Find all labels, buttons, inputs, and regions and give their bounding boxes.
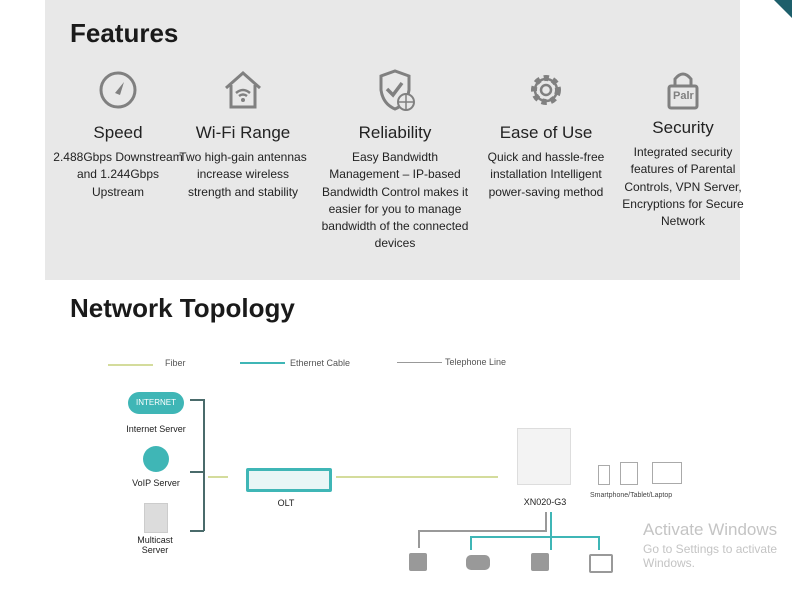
multicast-server-label: Multicast Server: [137, 535, 173, 555]
ethernet-drop: [470, 536, 472, 550]
server-icon: [144, 503, 168, 533]
server-bracket: [203, 399, 205, 531]
feature-title: Speed: [93, 123, 143, 142]
legend-telephone-line: [397, 362, 442, 363]
feature-title: Ease of Use: [499, 123, 593, 142]
feature-title: Wi-Fi Range: [195, 123, 291, 142]
corner-decoration: [774, 0, 792, 18]
feature-wifi-range: Wi-Fi Range Two high-gain antennas incre…: [178, 68, 308, 201]
devices-label: Smartphone/Tablet/Laptop: [590, 492, 673, 499]
voip-server-label: VoIP Server: [132, 478, 180, 488]
feature-title: Security: [652, 118, 714, 137]
bracket-tick: [190, 530, 204, 532]
wifi-home-icon: [225, 70, 261, 109]
cloud-icon: INTERNET: [128, 392, 184, 414]
legend-telephone: Telephone Line: [445, 357, 507, 367]
feature-speed: Speed 2.488Gbps Downstream and 1.244Gbps…: [53, 68, 183, 201]
feature-security: Palr Security Integrated security featur…: [618, 68, 748, 230]
tv-icon: [589, 554, 613, 573]
olt-device-icon: [246, 468, 332, 492]
fiber-line-router: [336, 476, 498, 478]
lock-icon: Palr: [661, 68, 705, 112]
ethernet-line: [470, 536, 600, 538]
router-icon: [517, 428, 571, 485]
feature-desc: Quick and hassle-free installation Intel…: [487, 150, 605, 199]
ethernet-drop: [550, 512, 552, 550]
tablet-icon: [620, 462, 638, 485]
laptop-icon: [652, 462, 682, 484]
telephone-line: [418, 530, 420, 548]
feature-desc: Two high-gain antennas increase wireless…: [179, 150, 307, 199]
feature-desc: Easy Bandwidth Management – IP-based Ban…: [321, 150, 469, 251]
legend-fiber: Fiber: [165, 358, 186, 368]
gear-icon: [531, 75, 561, 105]
legend-ethernet: Ethernet Cable: [290, 358, 351, 368]
telephone-line-v: [545, 512, 547, 532]
gamepad-icon: [466, 555, 490, 570]
feature-title: Reliability: [358, 123, 432, 142]
ethernet-drop: [598, 536, 600, 550]
feature-desc: Integrated security features of Parental…: [622, 145, 744, 229]
voip-icon: [143, 446, 169, 472]
telephone-line-h: [418, 530, 546, 532]
speedometer-icon: [99, 71, 137, 109]
feature-reliability: Reliability Easy Bandwidth Management – …: [320, 68, 470, 253]
olt-label: OLT: [277, 498, 295, 508]
internet-server-label: Internet Server: [126, 424, 186, 434]
bracket-tick: [190, 399, 204, 401]
topology-title: Network Topology: [70, 293, 295, 323]
smartphone-icon: [598, 465, 610, 485]
watermark-title: Activate Windows: [643, 520, 778, 539]
phone-icon: [409, 553, 427, 571]
features-panel: [45, 0, 740, 280]
legend-fiber-line: [108, 364, 153, 366]
features-title: Features: [70, 18, 179, 48]
fiber-line: [208, 476, 228, 478]
legend-ethernet-line: [240, 362, 285, 364]
router-label: XN020-G3: [523, 497, 567, 507]
feature-desc: 2.488Gbps Downstream and 1.244Gbps Upstr…: [53, 150, 183, 199]
bracket-tick: [190, 471, 204, 473]
feature-ease-of-use: Ease of Use Quick and hassle-free instal…: [481, 68, 611, 201]
shield-check-icon: [379, 69, 415, 111]
desktop-icon: [531, 553, 549, 571]
watermark-subtitle: Go to Settings to activate Windows.: [643, 542, 778, 570]
